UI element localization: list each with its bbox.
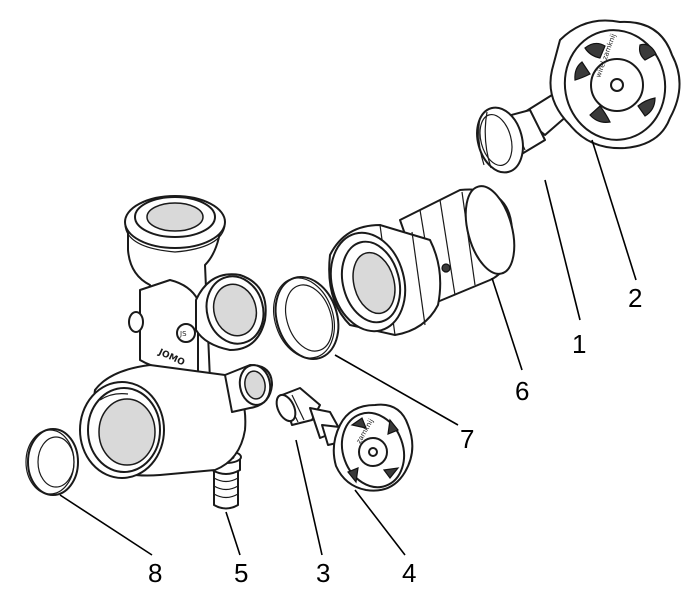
part-6-union-nut bbox=[328, 185, 516, 336]
leader-line-6 bbox=[491, 277, 523, 371]
leader-line-8 bbox=[59, 494, 153, 556]
leader-line-1 bbox=[544, 179, 581, 321]
part-7-gasket bbox=[273, 275, 340, 361]
callout-3: 3 bbox=[316, 558, 330, 588]
valve-body: JS JOMO bbox=[79, 195, 273, 479]
callout-4: 4 bbox=[402, 558, 416, 588]
leader-line-5 bbox=[225, 511, 241, 556]
leader-lines bbox=[59, 139, 637, 556]
callout-6: 6 bbox=[515, 376, 529, 406]
callout-7: 7 bbox=[460, 424, 474, 454]
callout-8: 8 bbox=[148, 558, 162, 588]
callout-labels: 1 2 3 4 5 6 7 8 bbox=[148, 283, 642, 588]
part-2-handwheel: wirel zamknij bbox=[549, 19, 681, 150]
part-1-stem-assembly bbox=[476, 89, 577, 174]
leader-line-4 bbox=[354, 489, 406, 556]
part-4-small-handwheel: zamknij bbox=[332, 403, 414, 492]
part-3-small-stem bbox=[275, 387, 351, 446]
callout-1: 1 bbox=[572, 329, 586, 359]
callout-5: 5 bbox=[234, 558, 248, 588]
body-logo-mark: JS bbox=[179, 330, 187, 338]
callout-2: 2 bbox=[628, 283, 642, 313]
leader-line-2 bbox=[591, 139, 637, 281]
leader-line-3 bbox=[295, 439, 323, 556]
leader-line-7 bbox=[334, 354, 459, 426]
part-8-gasket bbox=[25, 428, 79, 496]
